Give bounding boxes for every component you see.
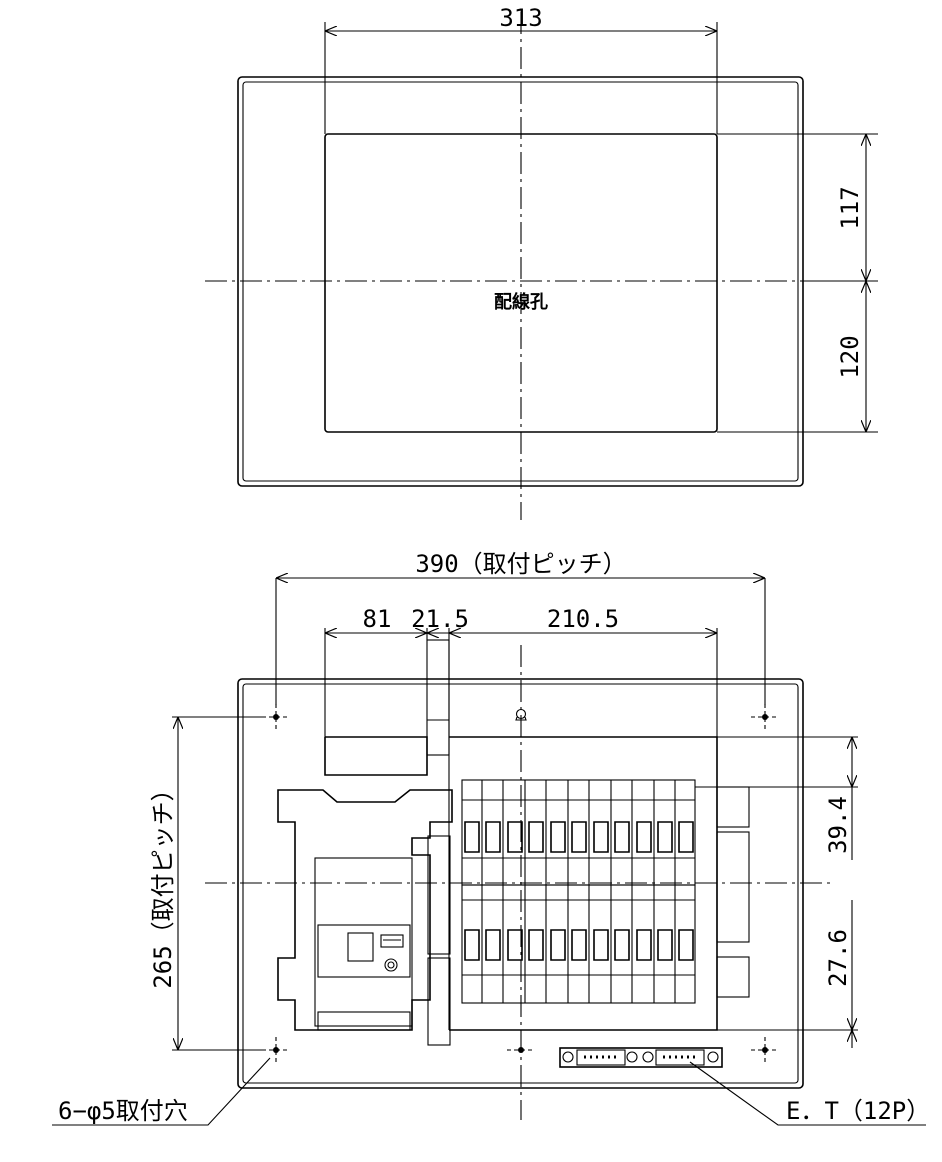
main-breaker	[277, 639, 453, 1046]
terminal-block-icon	[559, 1047, 723, 1068]
branch-breakers	[461, 779, 696, 1004]
mount-hole-icon	[507, 1047, 535, 1053]
mount-hole-leader	[52, 1057, 271, 1126]
dim-81: 81	[363, 605, 392, 633]
breaker-handles-upper	[464, 780, 694, 885]
wiring-hole	[324, 133, 718, 433]
terminal-leader	[689, 1061, 926, 1126]
dim-21-5: 21.5	[411, 605, 469, 633]
dim-120: 120	[836, 335, 864, 378]
mount-hole-icon	[262, 1037, 290, 1063]
dim-27-6: 27.6	[824, 929, 852, 987]
mount-hole-icon	[262, 704, 290, 730]
dim-210-5: 210.5	[547, 605, 619, 633]
top-view: 313 117 120 配線孔	[205, 4, 878, 520]
terminal-label: E．T（12P）	[786, 1097, 930, 1125]
mount-hole-icon	[751, 704, 779, 730]
wiring-hole-label: 配線孔	[494, 291, 548, 313]
mount-holes-label: 6−φ5取付穴	[58, 1097, 188, 1125]
extension-lines	[172, 578, 858, 1051]
dim-265-pitch: 265（取付ピッチ）	[149, 777, 177, 988]
dim-39-4: 39.4	[824, 796, 852, 854]
dim-117: 117	[836, 186, 864, 229]
bottom-view: 390（取付ピッチ） 81 21.5 210.5 265（取付ピッチ） 39.4…	[52, 550, 930, 1126]
dim-390-pitch: 390（取付ピッチ）	[415, 550, 626, 578]
mount-holes	[262, 704, 779, 1063]
keyhole-icon	[515, 708, 527, 721]
dim-313: 313	[499, 4, 542, 32]
mount-hole-icon	[751, 1037, 779, 1063]
breaker-handles-lower	[464, 885, 694, 1003]
